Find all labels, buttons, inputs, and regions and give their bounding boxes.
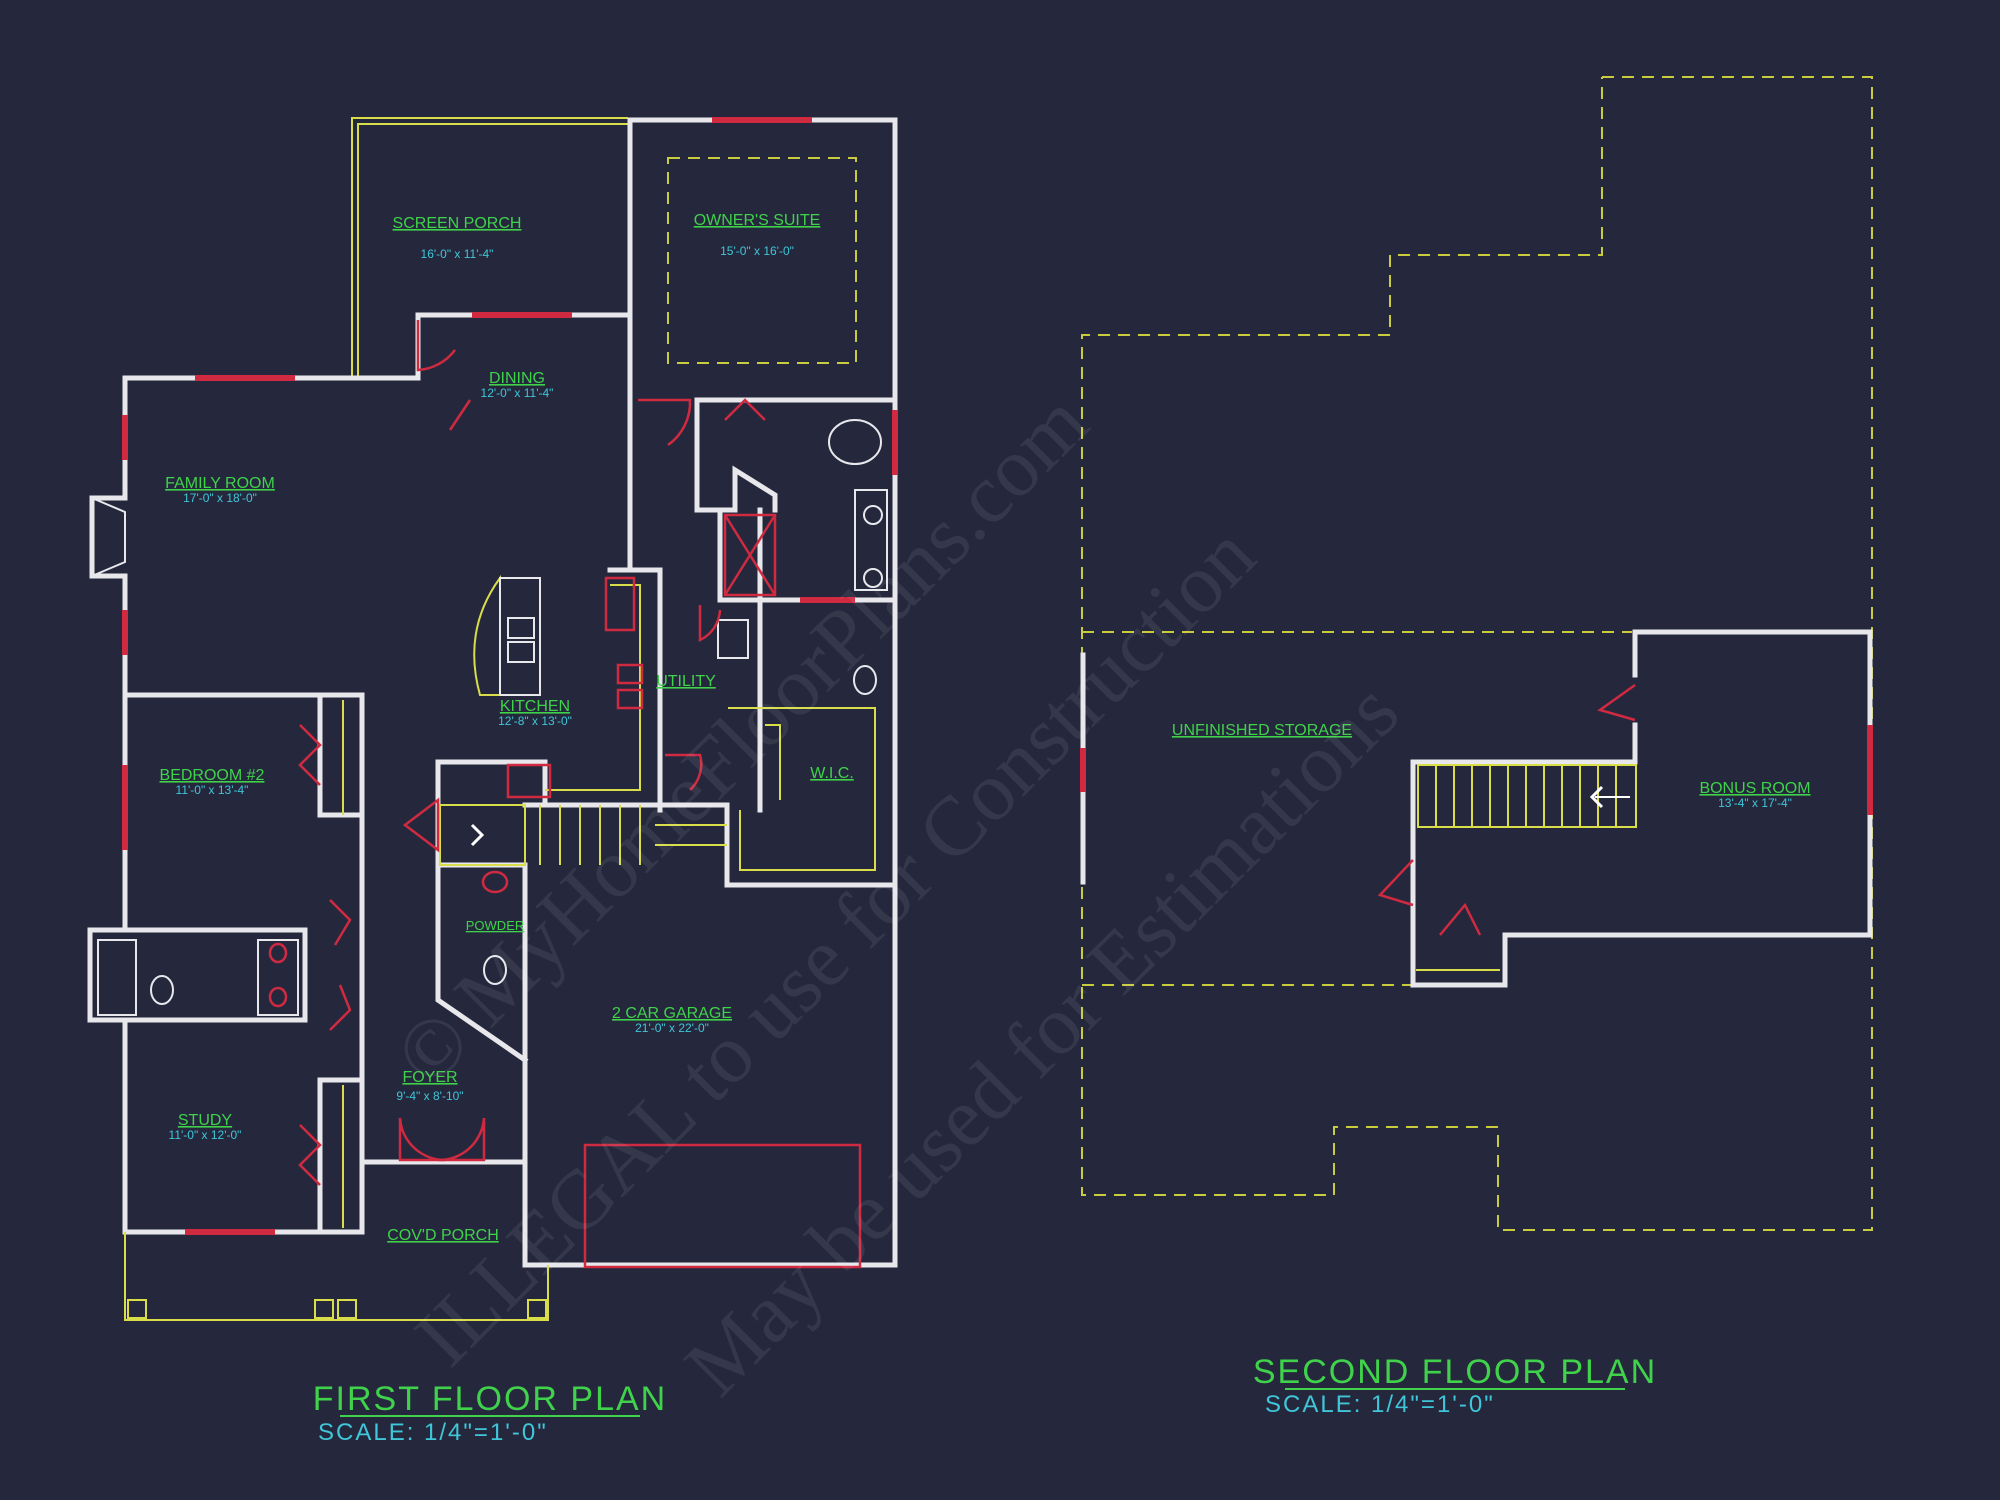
wall-oven <box>604 576 636 632</box>
toilet-owner <box>853 665 877 695</box>
wall-bath2 <box>87 927 308 1023</box>
porch-column-3 <box>337 1299 357 1319</box>
cooktop-burner-1 <box>616 663 644 685</box>
room-dim-bonus-room: 13'-4" x 17'-4" <box>1718 796 1792 810</box>
room-label-wic: W.I.C. <box>810 765 854 782</box>
attic-outline <box>1081 76 1873 1231</box>
room-dim-bedroom-2: 11'-0" x 13'-4" <box>176 783 249 797</box>
room-label-kitchen: KITCHEN <box>500 698 570 715</box>
covered-porch-outline <box>124 1232 549 1321</box>
room-label-utility: UTILITY <box>656 673 716 690</box>
wall-closet-bed2 <box>317 692 365 818</box>
room-label-powder: POWDER <box>466 918 525 933</box>
room-dim-dining: 12'-0" x 11'-4" <box>481 386 554 400</box>
refrigerator <box>506 763 552 799</box>
room-label-owners-suite: OWNER'S SUITE <box>694 212 821 229</box>
room-label-foyer: FOYER <box>402 1069 457 1086</box>
room-dim-study: 11'-0" x 12'-0" <box>169 1128 242 1142</box>
door-closet-bonus <box>1439 902 1482 936</box>
room-dim-kitchen: 12'-8" x 13'-0" <box>498 714 572 728</box>
wall-pantry <box>607 567 663 813</box>
room-dim-family-room: 17'-0" x 18'-0" <box>183 491 257 505</box>
screen-porch-outline-inner <box>357 123 628 378</box>
first-floor-stairs <box>439 804 727 866</box>
room-label-bedroom-2: BEDROOM #2 <box>160 767 265 784</box>
room-label-covd-porch: COV'D PORCH <box>387 1227 499 1244</box>
room-label-family-room: FAMILY ROOM <box>165 475 275 492</box>
second-floor-scale: SCALE: 1/4"=1'-0" <box>1265 1391 1495 1418</box>
cooktop-burner-2 <box>616 688 644 710</box>
utility-shelf <box>765 724 781 800</box>
first-floor-title: FIRST FLOOR PLAN <box>313 1380 667 1418</box>
sink-owner-1 <box>863 505 883 525</box>
room-label-dining: DINING <box>489 370 545 387</box>
first-floor-plan <box>87 117 898 1321</box>
room-dim-screen-porch: 16'-0" x 11'-4" <box>421 247 494 261</box>
wall-closet <box>694 397 778 513</box>
wall-powder <box>435 862 529 1064</box>
bonus-room-walls <box>1410 629 1873 988</box>
porch-column-4 <box>527 1299 547 1319</box>
room-label-unfinished-storage: UNFINISHED STORAGE <box>1172 722 1352 739</box>
vanity-bath2 <box>257 939 299 1016</box>
room-dim-owners-suite: 15'-0" x 16'-0" <box>720 244 794 258</box>
room-label-screen-porch: SCREEN PORCH <box>393 215 522 232</box>
windows-first-floor <box>122 117 898 1235</box>
bathtub <box>828 419 882 465</box>
wall-wic-south <box>724 802 898 888</box>
doors-first-floor <box>298 320 766 1186</box>
room-dim-garage: 21'-0" x 22'-0" <box>635 1021 709 1035</box>
wall-stair-top <box>435 759 548 808</box>
vanity-owner <box>854 489 888 591</box>
first-floor-room-labels: SCREEN PORCH 16'-0" x 11'-4" OWNER'S SUI… <box>160 212 854 1244</box>
bathtub-bath2 <box>97 939 137 1016</box>
second-floor-stairs <box>1417 764 1637 828</box>
fireplace <box>91 497 126 577</box>
second-floor-title: SECOND FLOOR PLAN <box>1253 1353 1657 1391</box>
sink-owner-2 <box>863 568 883 588</box>
room-label-bonus-room: BONUS ROOM <box>1699 780 1810 797</box>
door-bonus <box>1597 683 1636 722</box>
door-stair <box>1377 859 1414 907</box>
washer-dryer <box>717 619 749 659</box>
garage-door <box>583 1143 862 1269</box>
kitchen-counter <box>499 577 541 696</box>
sink-powder <box>481 870 509 894</box>
shower <box>723 513 777 597</box>
porch-column-2 <box>314 1299 334 1319</box>
screen-porch-outline <box>351 117 628 378</box>
toilet-powder <box>483 955 507 985</box>
owner-suite-ceiling <box>667 157 857 364</box>
first-floor-scale: SCALE: 1/4"=1'-0" <box>318 1419 548 1446</box>
porch-column-1 <box>127 1299 147 1319</box>
second-floor-plan <box>1080 76 1873 1231</box>
room-label-study: STUDY <box>178 1112 233 1129</box>
room-label-garage: 2 CAR GARAGE <box>612 1005 732 1022</box>
wall-bedroom2 <box>122 692 365 1165</box>
kitchen-counter-run <box>545 584 641 791</box>
kitchen-island <box>473 574 501 696</box>
sink-right <box>507 641 535 663</box>
wic-shelving <box>728 707 876 871</box>
sink-left <box>507 617 535 639</box>
wall-shower <box>717 507 763 603</box>
room-dim-foyer: 9'-4" x 8'-10" <box>396 1089 463 1103</box>
second-floor-room-labels: UNFINISHED STORAGE BONUS ROOM 13'-4" x 1… <box>1172 722 1811 810</box>
toilet-bath2 <box>150 975 174 1005</box>
